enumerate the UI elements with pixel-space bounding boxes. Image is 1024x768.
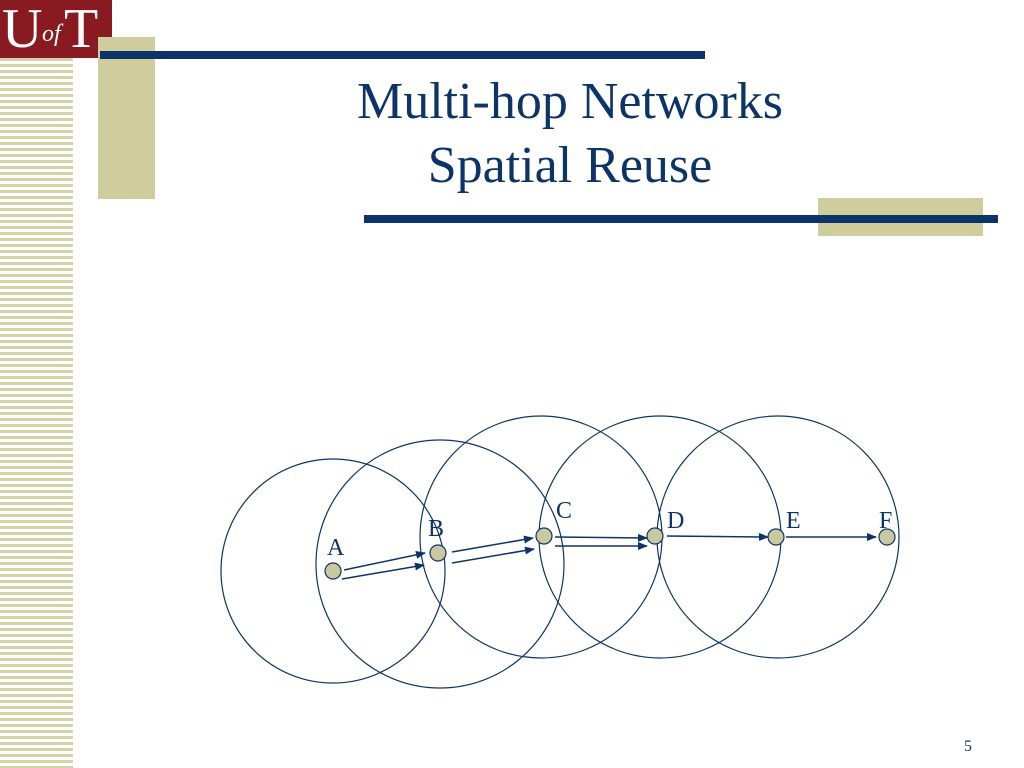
- slide-title-line-1: Multi-hop Networks: [356, 73, 784, 130]
- range-circle-a: [220, 458, 446, 684]
- logo-letter-t: T: [64, 0, 99, 60]
- node-e: [767, 528, 785, 546]
- arrow-b-c-2: [451, 546, 535, 564]
- node-d: [646, 527, 664, 545]
- range-circle-b: [315, 439, 565, 689]
- node-b: [429, 544, 447, 562]
- decorative-stripes: [0, 58, 73, 768]
- arrow-b-c-1: [451, 535, 534, 553]
- transmission-arrows: [341, 532, 877, 580]
- nodes: [324, 527, 896, 580]
- node-label-c: C: [556, 498, 572, 524]
- node-f: [878, 528, 896, 546]
- arrow-d-e: [666, 532, 769, 541]
- slide-title: Multi-hop Networks Spatial Reuse: [250, 70, 890, 198]
- title-rule-top: [100, 51, 705, 59]
- node-a: [324, 562, 342, 580]
- node-c: [535, 527, 553, 545]
- accent-block-left: [98, 37, 155, 199]
- node-label-a: A: [327, 535, 345, 561]
- arrow-c-d-1: [554, 533, 648, 542]
- node-label-d: D: [667, 508, 684, 534]
- title-rule-bottom: [364, 215, 998, 223]
- university-logo: U of T: [0, 0, 112, 60]
- arrow-a-b-1: [343, 550, 426, 571]
- arrow-a-b-2: [341, 562, 425, 580]
- range-circles: [220, 415, 900, 689]
- node-label-f: F: [879, 508, 892, 534]
- slide-title-line-2: Spatial Reuse: [427, 137, 713, 194]
- logo-letter-u: U: [2, 0, 43, 60]
- node-label-e: E: [786, 508, 801, 534]
- node-label-b: B: [428, 516, 444, 542]
- page-number: 5: [964, 738, 972, 755]
- logo-letters-of: of: [42, 21, 61, 47]
